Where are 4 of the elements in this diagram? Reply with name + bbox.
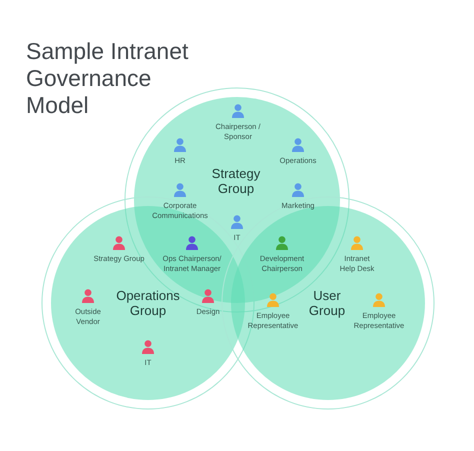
diagram-title: Sample Intranet Governance Model	[26, 38, 190, 119]
group-label: Strategy Group	[210, 166, 262, 196]
group-label: User Group	[308, 288, 346, 318]
group-label: Operations Group	[115, 288, 181, 318]
